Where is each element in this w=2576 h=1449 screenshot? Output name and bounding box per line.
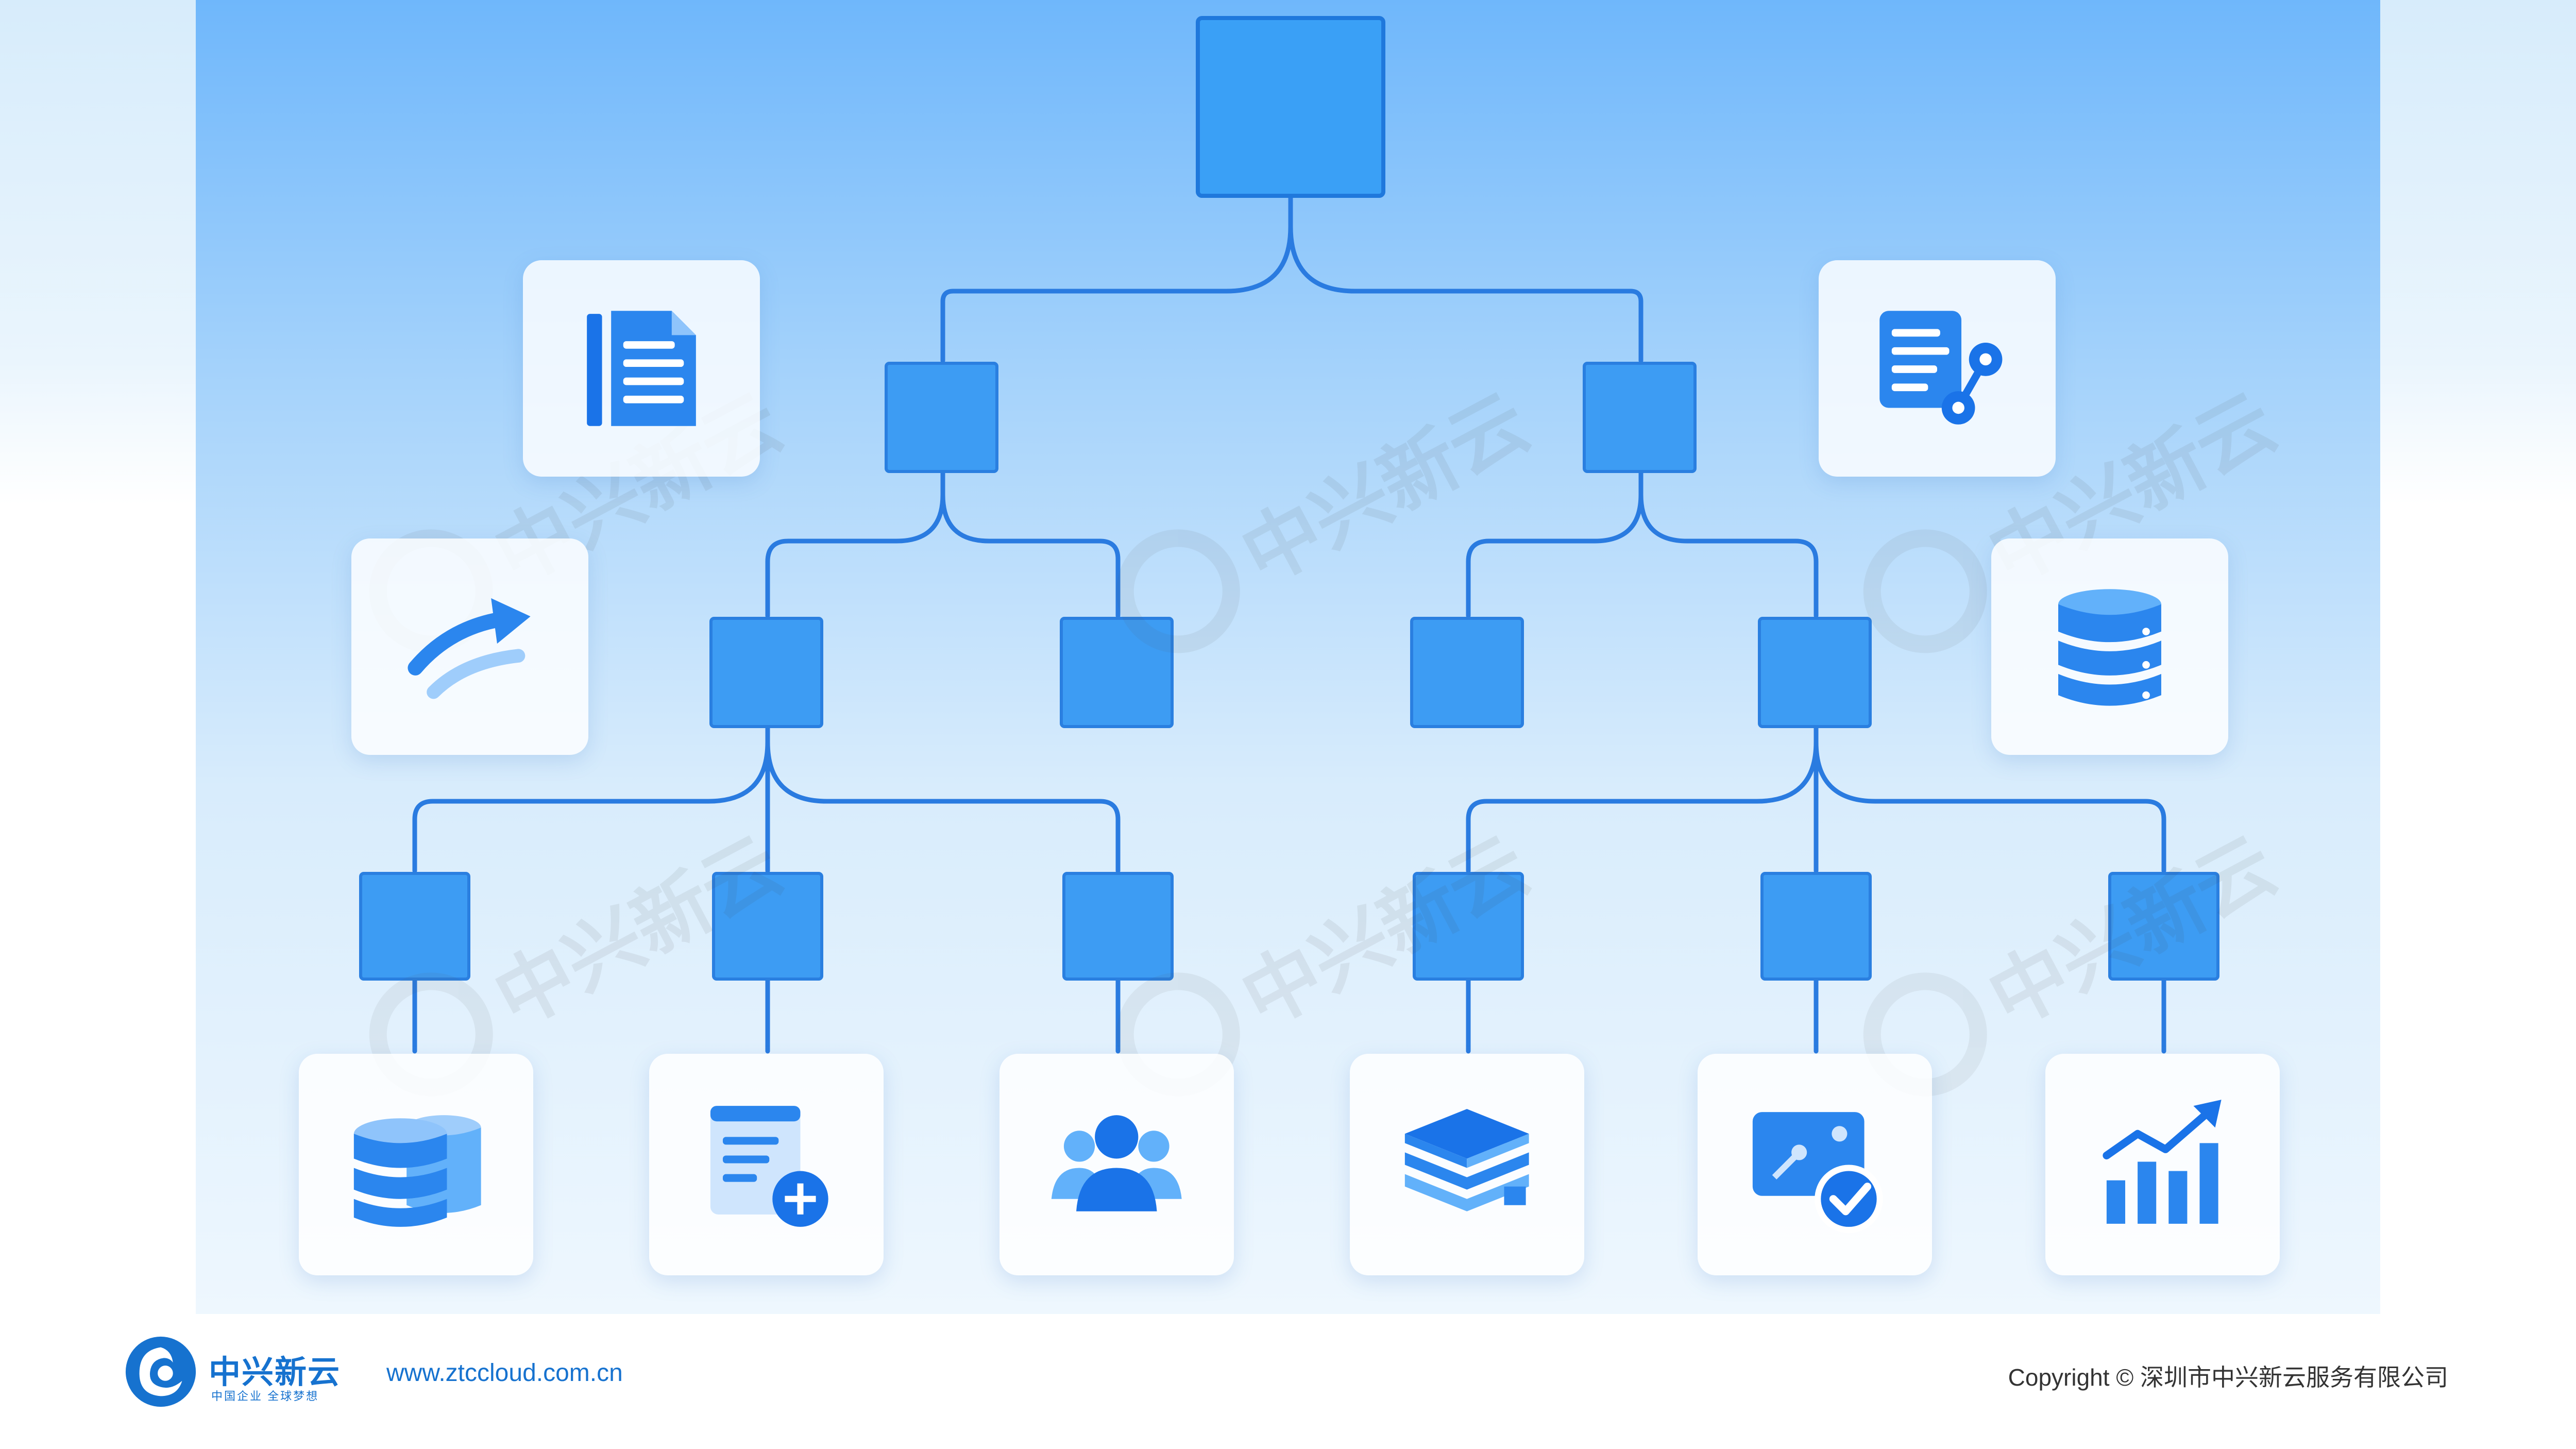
brand-slogan: 中国企业 全球梦想: [211, 1390, 319, 1403]
card-forward-arrow: [351, 538, 588, 755]
stacked-layers-icon: [1405, 1108, 1529, 1211]
forward-arrow-icon: [408, 598, 531, 699]
link-r1-r2a: [1466, 469, 1643, 618]
card-multi-database: [299, 1054, 533, 1275]
document-share-icon: [1879, 311, 2003, 425]
card-growth-chart: [2045, 1054, 2280, 1275]
node-r2b: [1758, 617, 1872, 728]
card-approved-image: [1698, 1054, 1932, 1275]
node-leaf-4: [1413, 872, 1524, 981]
node-leaf-1: [359, 872, 470, 981]
node-leaf-3: [1062, 872, 1174, 981]
website-link[interactable]: www.ztccloud.com.cn: [386, 1359, 623, 1387]
growth-chart-icon: [2103, 1099, 2222, 1224]
diagram-canvas: 中兴新云 中兴新云 中兴新云 中兴新云 中兴新云 中兴新云: [196, 0, 2380, 1314]
node-l1: [885, 362, 998, 473]
node-l2b: [1060, 617, 1174, 728]
copyright-text: Copyright © 深圳市中兴新云服务有限公司: [2008, 1364, 2448, 1391]
brand-logo-icon: [125, 1336, 196, 1407]
link-l2a-leaf3: [765, 724, 1121, 873]
add-form-icon: [710, 1105, 828, 1227]
user-group-icon: [1052, 1115, 1182, 1211]
brand-name: 中兴新云: [209, 1355, 341, 1390]
node-leaf-6: [2108, 872, 2219, 981]
link-r1-r2b: [1638, 469, 1819, 618]
card-document-share: [1819, 260, 2056, 477]
card-user-group: [999, 1054, 1234, 1275]
card-add-form: [649, 1054, 884, 1275]
link-l1-l2a: [765, 469, 945, 618]
database-icon: [2058, 589, 2161, 706]
hierarchy-tree: [359, 16, 2219, 1054]
card-document: [523, 260, 760, 477]
document-icon: [587, 311, 696, 426]
card-stacked-layers: [1350, 1054, 1584, 1275]
root-node: [1196, 16, 1385, 198]
link-r2b-leaf3: [1814, 724, 2166, 873]
link-root-right: [1288, 193, 1643, 363]
node-l2a: [709, 617, 823, 728]
link-l1-l2b: [940, 469, 1121, 618]
node-r2a: [1410, 617, 1524, 728]
node-r1: [1583, 362, 1697, 473]
multi-database-icon: [354, 1115, 481, 1227]
approved-image-icon: [1753, 1111, 1883, 1233]
node-leaf-5: [1760, 872, 1872, 981]
link-l2a-leafs: [412, 724, 770, 873]
link-r2b-leaf1: [1466, 724, 1819, 873]
card-database: [1991, 538, 2228, 755]
link-root-left: [940, 193, 1293, 363]
node-leaf-2: [712, 872, 823, 981]
